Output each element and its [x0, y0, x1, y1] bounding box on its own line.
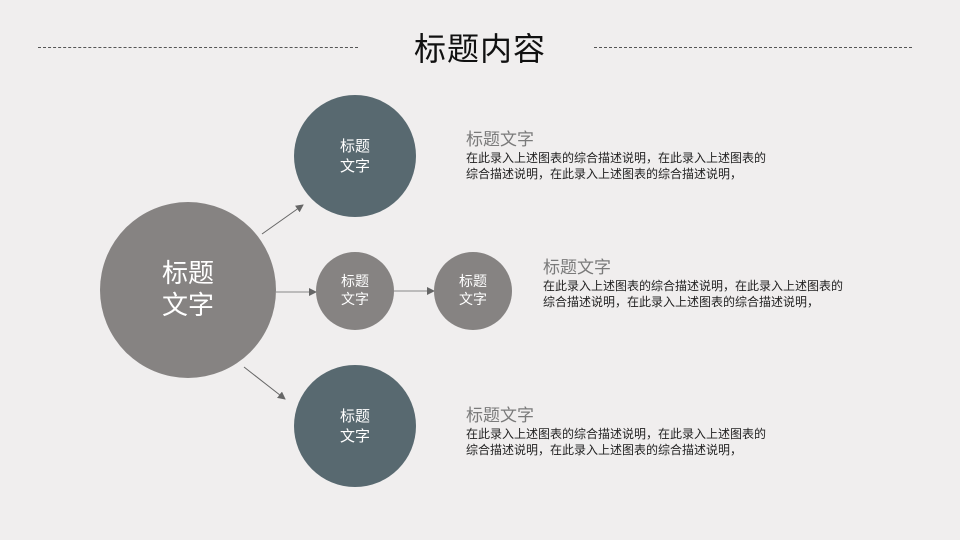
description-text-line1: 在此录入上述图表的综合描述说明，在此录入上述图表的: [466, 427, 767, 441]
header-dashed-line-left: [38, 47, 358, 48]
middle-node-2: 标题 文字: [434, 252, 512, 330]
page-title: 标题内容: [413, 30, 546, 68]
description-title: 标题文字: [543, 258, 611, 278]
middle-node-2-line1: 标题: [459, 274, 487, 290]
bottom-node-line1: 标题: [339, 407, 370, 425]
description-text-line2: 综合描述说明，在此录入上述图表的综合描述说明，: [543, 295, 820, 309]
description-top: 标题文字 在此录入上述图表的综合描述说明，在此录入上述图表的 综合描述说明，在此…: [466, 130, 766, 182]
top-node-line1: 标题: [339, 137, 370, 155]
middle-node-1-line2: 文字: [341, 292, 369, 308]
description-title: 标题文字: [466, 130, 534, 150]
middle-node-2-line2: 文字: [459, 292, 487, 308]
header-dashed-line-right: [594, 47, 912, 48]
description-bottom: 标题文字 在此录入上述图表的综合描述说明，在此录入上述图表的 综合描述说明，在此…: [466, 406, 766, 458]
root-node-line1: 标题: [161, 259, 214, 289]
description-text-line2: 综合描述说明，在此录入上述图表的综合描述说明，: [466, 167, 743, 181]
bottom-node-line2: 文字: [339, 427, 370, 445]
top-node: 标题 文字: [294, 95, 416, 217]
description-text-line1: 在此录入上述图表的综合描述说明，在此录入上述图表的: [543, 279, 844, 293]
description-title: 标题文字: [466, 406, 534, 426]
bottom-node: 标题 文字: [294, 365, 416, 487]
root-node: 标题 文字: [100, 202, 276, 378]
description-text-line2: 综合描述说明，在此录入上述图表的综合描述说明，: [466, 443, 743, 457]
middle-node-1: 标题 文字: [316, 252, 394, 330]
root-node-line2: 文字: [161, 291, 214, 321]
description-text-line1: 在此录入上述图表的综合描述说明，在此录入上述图表的: [466, 151, 767, 165]
description-middle: 标题文字 在此录入上述图表的综合描述说明，在此录入上述图表的 综合描述说明，在此…: [543, 258, 843, 310]
top-node-line2: 文字: [339, 157, 370, 175]
middle-node-1-line1: 标题: [341, 274, 369, 290]
